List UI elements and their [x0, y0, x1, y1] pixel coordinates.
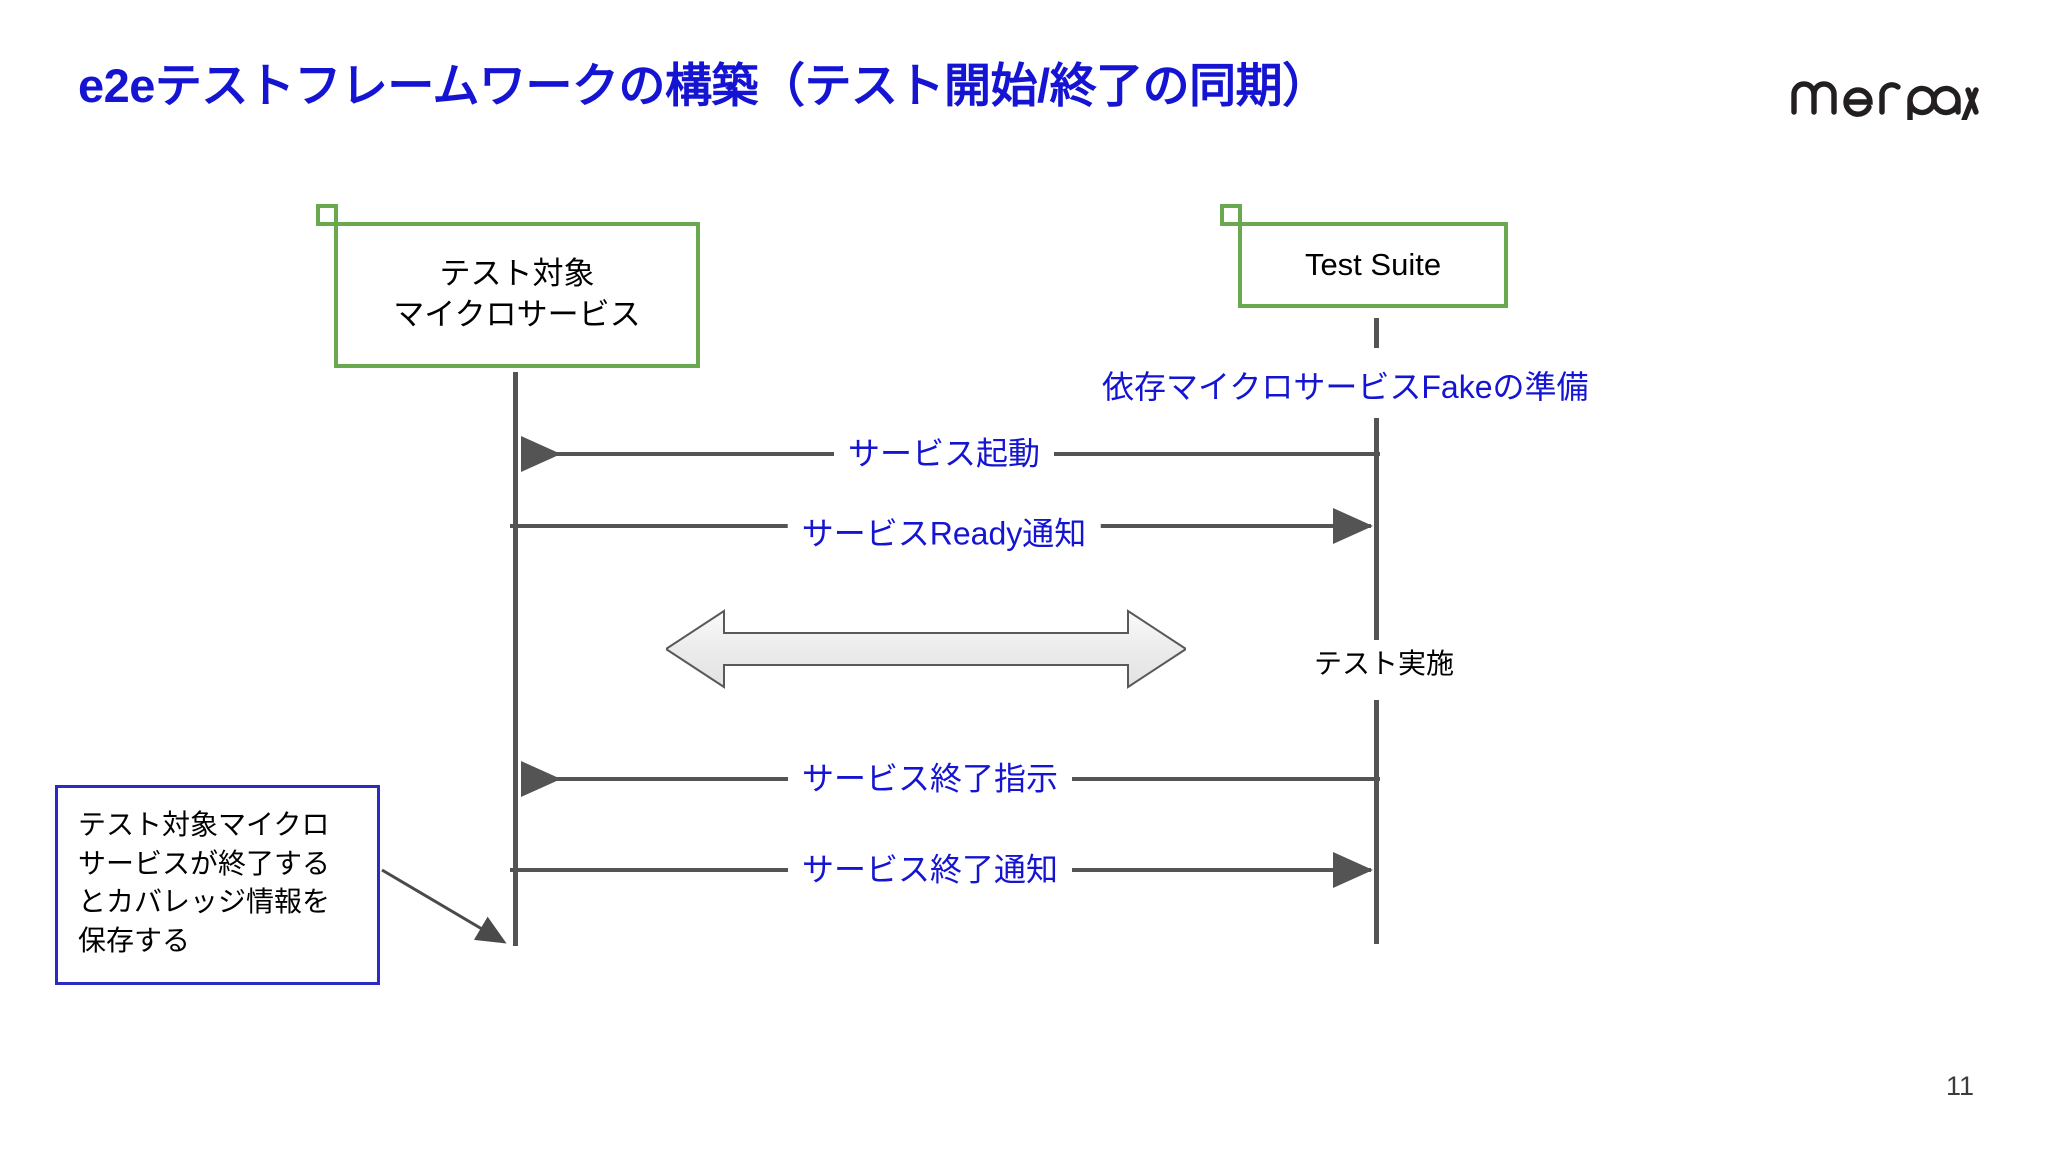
participant-box-sut[interactable]: テスト対象 マイクロサービス [334, 222, 700, 368]
annotation-fake-setup: 依存マイクロサービスFakeの準備 [1096, 362, 1595, 408]
message-label-service-stop: サービス終了指示 [787, 761, 1073, 797]
message-label-service-stopped: サービス終了通知 [787, 852, 1073, 888]
lifeline-sut [513, 372, 518, 946]
participant-sut-label-line1: テスト対象 [439, 256, 595, 292]
participant-corner-test-suite [1220, 204, 1242, 226]
participant-box-test-suite[interactable]: Test Suite [1238, 222, 1508, 308]
callout-note: テスト対象マイクロサービスが終了するとカバレッジ情報を保存する [55, 785, 380, 985]
lifeline-test-suite-segment-3 [1374, 700, 1379, 944]
merpay-logo [1790, 68, 1980, 120]
lifeline-test-suite-segment-1 [1374, 318, 1379, 348]
message-label-service-ready: サービスReady通知 [787, 516, 1101, 552]
callout-connector-arrow [378, 858, 538, 968]
participant-corner-sut [316, 204, 338, 226]
message-label-service-start: サービス起動 [833, 436, 1055, 472]
annotation-test-run: テスト実施 [1306, 640, 1463, 684]
page-title: e2eテストフレームワークの構築（テスト開始/終了の同期） [78, 59, 1329, 112]
lifeline-test-suite-segment-2 [1374, 418, 1379, 646]
participant-test-suite-label: Test Suite [1304, 246, 1442, 282]
interaction-block-double-arrow [666, 608, 1186, 690]
participant-sut-label-line2: マイクロサービス [393, 297, 641, 332]
page-number: 11 [1945, 1071, 1974, 1101]
